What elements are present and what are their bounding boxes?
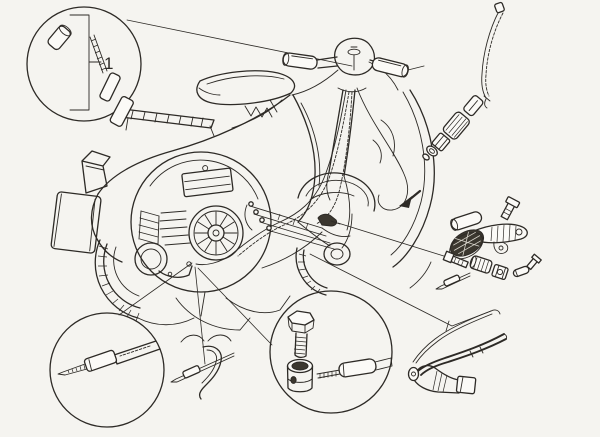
headset: [333, 37, 376, 76]
direction-arrow: [399, 189, 422, 208]
front-wheel: [295, 242, 351, 296]
barrel-nut: [286, 358, 314, 393]
clip-rod: [170, 352, 235, 383]
license-plate-box: [50, 191, 102, 254]
control-cables: [195, 87, 408, 265]
leader-to-handlebar: [126, 19, 353, 67]
adjuster-nut: [431, 132, 451, 152]
front-fender: [297, 172, 376, 249]
callout-circle: [26, 6, 142, 122]
lever-claw: [493, 241, 509, 254]
steering-column: [328, 89, 356, 177]
inner-cable: [412, 309, 501, 364]
callout-cable-end-detail: 1: [26, 6, 142, 127]
adjuster-ferrule: [463, 95, 484, 117]
right-grip: [371, 57, 409, 78]
engine: [130, 151, 323, 331]
pivot-pin: [450, 211, 483, 231]
cable-with-ferrule: [89, 34, 134, 127]
brake-drum-and-cam: [134, 242, 193, 278]
suspension-spring: [138, 210, 160, 245]
mounting-bolt: [500, 196, 521, 221]
floor-brake-pedal: [317, 213, 341, 227]
clip-hook: [198, 345, 222, 400]
cable-clip: [170, 334, 235, 400]
brake-rod: [435, 272, 471, 290]
air-filter-box: [181, 165, 234, 198]
scooter-illustration: [50, 37, 435, 331]
leader-to-pedal-parts: [337, 222, 448, 258]
pedal-rubber-pad: [449, 229, 485, 260]
trunnion-nut: [491, 264, 509, 280]
cable-end-cap: [47, 24, 72, 51]
callout-bolt-and-barrel-nut-detail: [269, 290, 393, 414]
inner-wire: [57, 363, 88, 376]
horn-cover: [372, 119, 395, 164]
leader-to-bolt-detail: [197, 267, 273, 346]
stand-and-exhaust: [175, 291, 291, 331]
callout-circle: [269, 290, 393, 414]
rear-brake-outer-tubes: [407, 309, 508, 395]
tire-tread: [97, 245, 140, 322]
outer-tube: [416, 333, 508, 376]
upper-control-cable: [481, 1, 505, 109]
rear-wheel: [94, 239, 195, 326]
reference-bracket: [69, 14, 102, 111]
small-washer: [422, 153, 430, 161]
rear-brake-pedal-assembly: [435, 196, 542, 290]
cylinder-fins: [159, 210, 191, 246]
callout-cable-sheath-detail: [49, 312, 165, 428]
brake-lever: [407, 65, 425, 71]
cooling-fan: [188, 205, 244, 261]
cable-trunnion: [469, 255, 493, 274]
leader-to-cable-clip: [194, 266, 206, 365]
cable-adjuster-top: [347, 48, 361, 56]
clamp-screw: [442, 250, 469, 269]
saddle: [196, 70, 296, 118]
cable-adjuster-set: [422, 95, 484, 161]
handlebar: [282, 37, 425, 231]
rear-rack: [120, 108, 215, 137]
leader-to-sheath-detail: [118, 262, 193, 316]
tail-lamp: [81, 150, 111, 194]
cable-sheath: [113, 340, 161, 365]
hex-bolt: [287, 310, 315, 359]
washer: [426, 145, 438, 157]
tiny-bolt: [526, 253, 542, 271]
cable-end-sleeve: [316, 357, 393, 379]
leg-shield: [372, 89, 435, 289]
callout-circle: [49, 312, 165, 428]
sheath-ferrule: [83, 349, 118, 372]
elbow-cable-guide: [407, 364, 477, 395]
knurled-adjuster: [442, 111, 470, 140]
floorboard: [244, 201, 351, 250]
callout-1-label: 1: [104, 54, 113, 73]
brace-marks: [180, 334, 232, 343]
clevis-pin: [512, 265, 530, 278]
left-grip: [282, 52, 318, 70]
